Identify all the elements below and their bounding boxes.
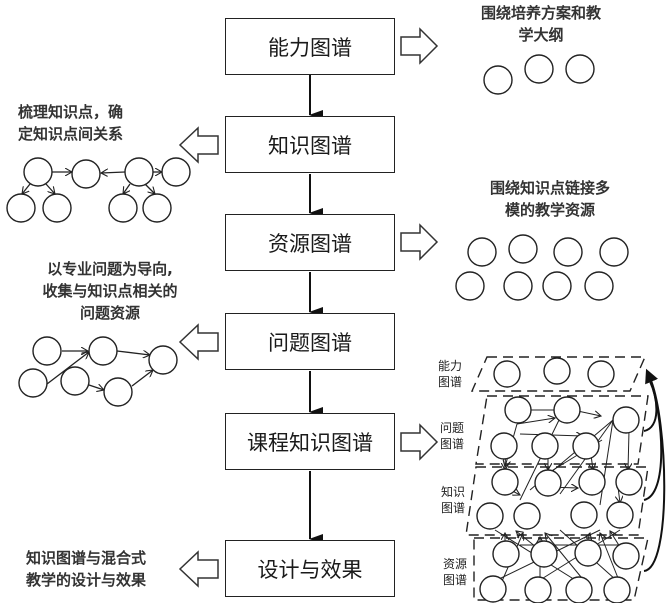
annotation-resource: 围绕知识点链接多 模的教学资源	[489, 179, 610, 219]
graph-node	[508, 234, 538, 264]
graph-node	[513, 502, 541, 530]
annotation-problem: 以专业问题为导向, 收集与知识点相关的 问题资源	[42, 260, 178, 322]
graph-node	[578, 468, 606, 496]
graph-node	[542, 271, 572, 301]
graph-node	[584, 271, 614, 301]
graph-node	[476, 502, 504, 530]
graph-node	[71, 159, 101, 189]
course-graph	[465, 356, 666, 603]
graph-node	[60, 366, 90, 396]
step-label: 能力图谱	[268, 35, 352, 60]
graph-node	[599, 237, 629, 267]
graph-node	[490, 432, 518, 460]
layer-label-ability: 能力 图谱	[438, 359, 463, 389]
graph-node	[524, 54, 554, 84]
graph-node	[570, 501, 598, 529]
graph-node	[492, 540, 520, 568]
graph-node	[108, 193, 138, 223]
annotation-ability: 围绕培养方案和教 学大纲	[480, 4, 601, 44]
graph-node	[455, 271, 485, 301]
step-problem-graph: 问题图谱	[225, 313, 395, 370]
graph-node	[23, 157, 53, 187]
graph-node	[612, 542, 640, 570]
step-resource-graph: 资源图谱	[225, 214, 395, 271]
hollow-arrow-left-icon	[178, 126, 219, 164]
graph-node	[612, 406, 640, 434]
feedback-arrow	[643, 368, 666, 572]
graph-node	[491, 468, 519, 496]
feedback-arrow	[643, 374, 658, 432]
graph-node	[483, 65, 513, 95]
graph-node	[572, 432, 600, 460]
layer-label-knowledge: 知识 图谱	[441, 485, 466, 515]
graph-node	[18, 368, 48, 398]
hollow-arrow-left-icon	[178, 550, 219, 588]
feedback-arrow	[643, 377, 663, 501]
graph-node	[530, 540, 558, 568]
graph-node	[479, 575, 507, 603]
step-label: 设计与效果	[257, 557, 363, 582]
step-label: 问题图谱	[268, 330, 352, 355]
graph-node	[42, 193, 72, 223]
graph-node	[493, 360, 521, 388]
graph-node	[615, 468, 643, 496]
graph-node	[504, 396, 532, 424]
layer-frame-problem	[475, 395, 649, 465]
step-knowledge-graph: 知识图谱	[225, 116, 395, 173]
step-design-and-effect: 设计与效果	[225, 540, 395, 597]
resource-nodes	[455, 234, 629, 301]
graph-node	[148, 345, 178, 375]
step-course-knowledge-graph: 课程知识图谱	[225, 413, 395, 470]
layer-label-resource: 资源 图谱	[443, 557, 468, 587]
hollow-arrow-right-icon	[400, 223, 439, 261]
graph-node	[503, 271, 533, 301]
graph-node	[142, 193, 172, 223]
graph-node	[467, 237, 497, 267]
step-label: 课程知识图谱	[247, 430, 373, 455]
graph-node	[531, 432, 559, 460]
graph-node	[587, 360, 615, 388]
annotation-knowledge: 梳理知识点，确 定知识点间关系	[18, 103, 124, 143]
graph-node	[543, 357, 571, 385]
graph-node	[124, 157, 154, 187]
hollow-arrow-right-icon	[400, 423, 439, 461]
hollow-arrow-left-icon	[178, 323, 219, 361]
graph-node	[565, 54, 595, 84]
graph-node	[32, 336, 62, 366]
graph-node	[603, 576, 631, 603]
graph-node	[565, 576, 593, 603]
hollow-arrow-right-icon	[400, 27, 439, 65]
knowledge-nodes	[6, 157, 191, 223]
graph-node	[553, 237, 583, 267]
problem-nodes	[18, 336, 178, 407]
annotation-design: 知识图谱与混合式 教学的设计与效果	[26, 549, 147, 589]
ability-nodes	[483, 54, 595, 95]
graph-node	[534, 469, 562, 497]
problem-edges	[46, 351, 153, 390]
step-label: 资源图谱	[268, 231, 352, 256]
step-label: 知识图谱	[268, 133, 352, 158]
knowledge-edges	[22, 172, 162, 194]
layer-label-problem: 问题 图谱	[440, 421, 465, 451]
step-ability-graph: 能力图谱	[225, 18, 395, 75]
graph-node	[553, 396, 581, 424]
graph-node	[524, 576, 552, 603]
graph-node	[88, 336, 118, 366]
graph-node	[161, 157, 191, 187]
graph-node	[606, 501, 634, 529]
graph-node	[574, 539, 602, 567]
layer-frame-ability	[470, 356, 647, 392]
graph-node	[103, 377, 133, 407]
graph-node	[6, 193, 36, 223]
